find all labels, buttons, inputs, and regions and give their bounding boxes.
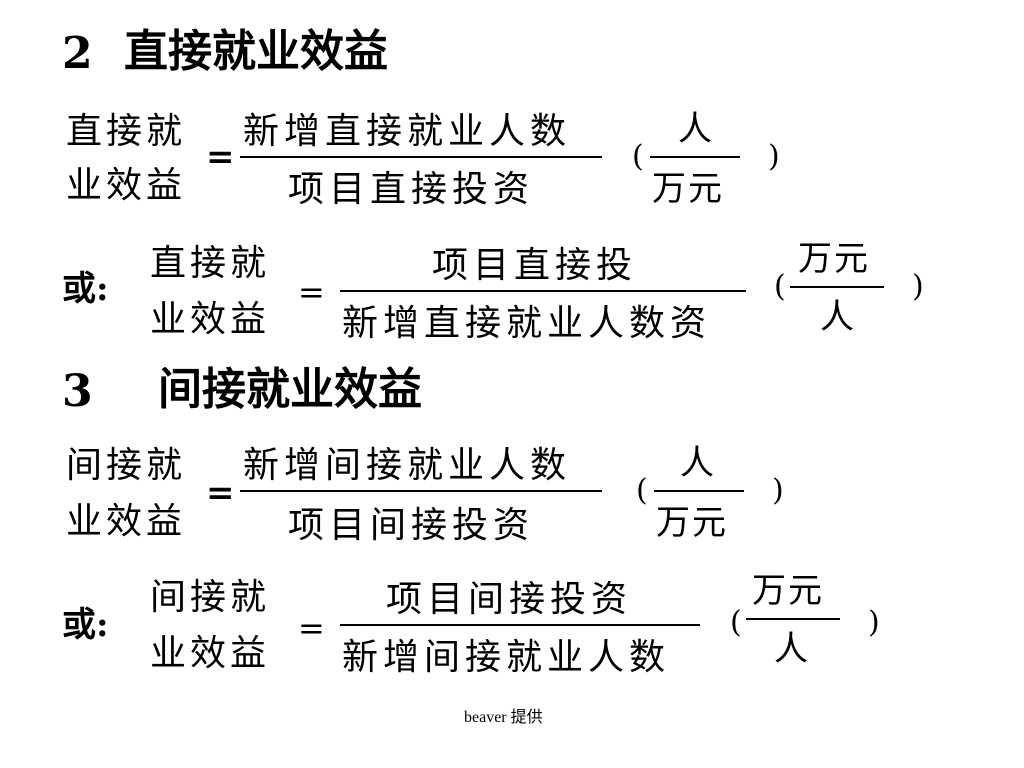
unit-numerator: 人 [678, 109, 714, 149]
unit-paren-close: ) [912, 269, 924, 304]
fraction-denominator: 项目间接投资 [288, 505, 535, 546]
unit-paren-open: ( [632, 139, 644, 174]
fraction-bar [340, 290, 746, 292]
unit-numerator: 万元 [752, 571, 824, 611]
unit-denominator: 人 [820, 297, 856, 337]
equals-sign: = [298, 273, 325, 311]
fraction-denominator: 新增直接就业人数资 [342, 303, 712, 344]
fraction-denominator: 项目直接投资 [288, 169, 535, 210]
unit-paren-close: ) [868, 605, 880, 640]
formula-lhs-line2: 业效益 [150, 299, 271, 340]
section-2-title: 直接就业效益 [124, 26, 388, 77]
formula-lhs-line2: 业效益 [66, 165, 187, 206]
fraction-numerator: 项目间接投资 [386, 579, 633, 620]
footer-credit: beaver 提供 [464, 709, 543, 726]
section-2-number: 2 [62, 28, 93, 79]
formula-lhs-line1: 间接就 [150, 577, 271, 618]
unit-bar [746, 618, 840, 620]
equals-sign: = [298, 609, 325, 647]
formula-lhs-line1: 间接就 [66, 445, 187, 486]
alternative-prefix: 或: [62, 269, 109, 309]
unit-denominator: 万元 [656, 503, 728, 543]
unit-paren-open: ( [730, 605, 742, 640]
equals-sign: = [206, 473, 235, 513]
unit-paren-close: ) [772, 473, 784, 508]
fraction-numerator: 项目直接投 [432, 245, 638, 286]
alternative-prefix: 或: [62, 605, 109, 645]
formula-lhs-line2: 业效益 [66, 501, 187, 542]
fraction-bar [340, 624, 700, 626]
unit-paren-open: ( [774, 269, 786, 304]
section-3-number: 3 [62, 366, 93, 417]
fraction-denominator: 新增间接就业人数 [342, 637, 671, 678]
fraction-numerator: 新增直接就业人数 [243, 111, 572, 152]
unit-paren-open: ( [636, 473, 648, 508]
fraction-bar [240, 490, 602, 492]
equals-sign: = [206, 137, 235, 177]
fraction-bar [240, 156, 602, 158]
formula-lhs-line2: 业效益 [150, 633, 271, 674]
unit-denominator: 人 [774, 629, 810, 669]
formula-lhs-line1: 直接就 [150, 243, 271, 284]
formula-lhs-line1: 直接就 [66, 111, 187, 152]
unit-numerator: 人 [680, 443, 716, 483]
unit-paren-close: ) [768, 139, 780, 174]
unit-numerator: 万元 [798, 239, 870, 279]
unit-bar [654, 490, 744, 492]
unit-bar [790, 286, 884, 288]
fraction-numerator: 新增间接就业人数 [243, 445, 572, 486]
unit-denominator: 万元 [652, 169, 724, 209]
unit-bar [650, 156, 740, 158]
section-3-title: 间接就业效益 [158, 364, 422, 415]
